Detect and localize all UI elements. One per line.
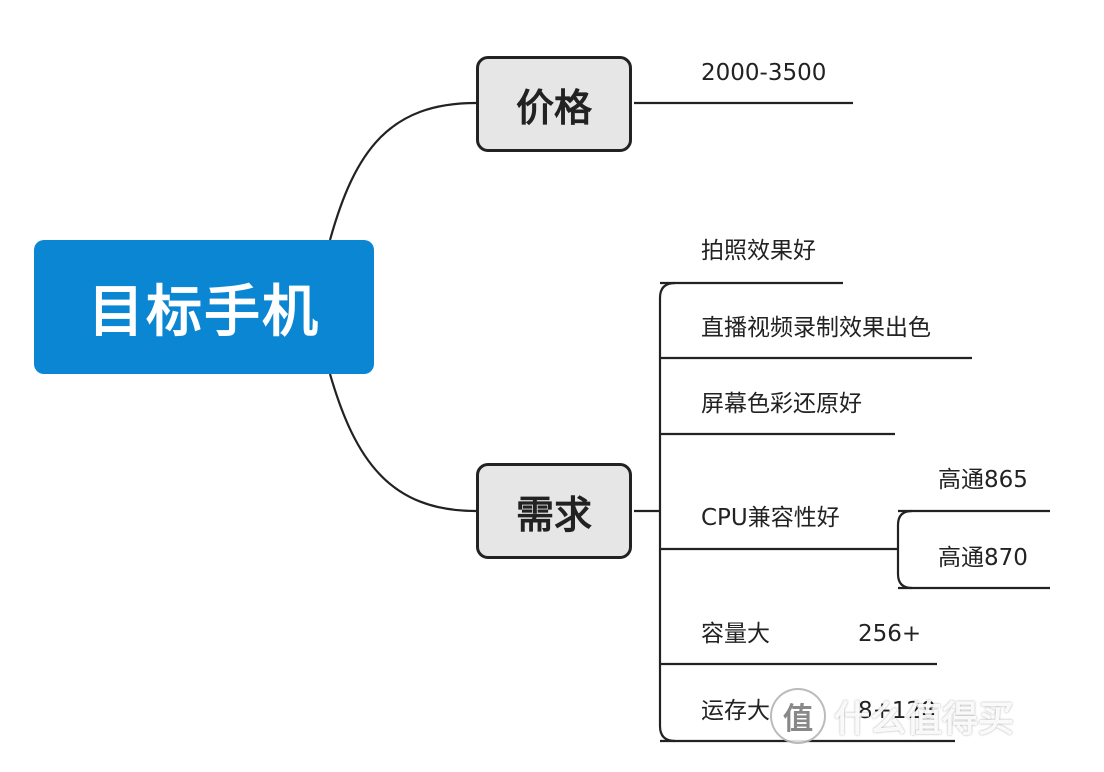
leaf-cpu: CPU兼容性好 <box>701 505 840 531</box>
watermark: 值 什么值得买 <box>770 688 1014 744</box>
leaf-ram: 运存大 <box>701 698 770 724</box>
cpu-bracket <box>896 509 913 590</box>
cpu-option-865: 高通865 <box>938 467 1028 493</box>
need-bracket <box>658 281 676 743</box>
leaf-price-range: 2000-3500 <box>701 60 827 86</box>
root-node: 目标手机 <box>34 240 374 374</box>
branch-price: 价格 <box>476 56 632 152</box>
branch-need-label: 需求 <box>515 492 592 537</box>
leaf-live-video: 直播视频录制效果出色 <box>701 315 931 341</box>
leaf-screen: 屏幕色彩还原好 <box>701 391 862 417</box>
root-label: 目标手机 <box>88 279 320 345</box>
leaf-capacity: 容量大 <box>701 621 770 647</box>
connector-root-price <box>328 101 477 241</box>
watermark-text: 什么值得买 <box>834 699 1015 740</box>
branch-need: 需求 <box>476 463 632 559</box>
watermark-logo-icon: 值 <box>770 688 826 744</box>
ram-value: 8+128 <box>858 698 936 724</box>
cpu-option-870: 高通870 <box>938 545 1028 571</box>
capacity-value: 256+ <box>858 621 922 647</box>
branch-price-label: 价格 <box>515 85 592 130</box>
connector-root-need <box>328 373 477 513</box>
leaf-photo: 拍照效果好 <box>701 238 816 264</box>
